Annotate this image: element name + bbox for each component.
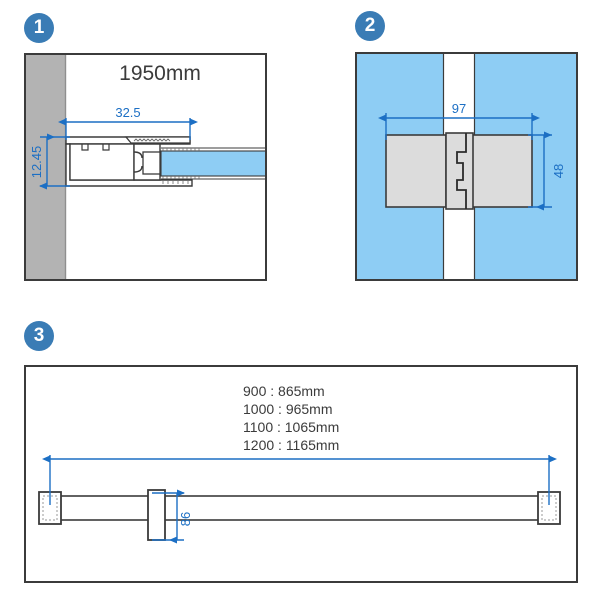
dimension-12-45-label: 12.45 [29, 146, 44, 179]
glass-clamp [147, 489, 166, 541]
support-bar [44, 495, 556, 521]
hinge-knuckle [445, 132, 474, 210]
dimension-48-label: 48 [551, 164, 566, 178]
hinge-interlock [456, 133, 467, 209]
size-line-1200: 1200 : 1165mm [243, 437, 339, 453]
panel-3-frame [24, 365, 578, 583]
panel-1-badge: 1 [24, 13, 54, 43]
size-line-900: 900 : 865mm [243, 383, 325, 399]
dimension-86 [152, 489, 185, 544]
dimension-48 [528, 131, 552, 211]
hinge-plate-left [385, 134, 447, 208]
size-line-1100: 1100 : 1065mm [243, 419, 339, 435]
glass-panel [160, 150, 265, 177]
dimension-32-5-label: 32.5 [115, 105, 140, 120]
size-line-1000: 1000 : 965mm [243, 401, 333, 417]
dimension-86-label: 86 [178, 512, 193, 526]
dimension-97-label: 97 [452, 101, 466, 116]
panel-1-title: 1950mm [119, 62, 201, 85]
panel-3-badge: 3 [24, 321, 54, 351]
dimension-overall-width [42, 455, 557, 505]
dimension-12-45 [39, 133, 70, 190]
panel-2-badge: 2 [355, 11, 385, 41]
